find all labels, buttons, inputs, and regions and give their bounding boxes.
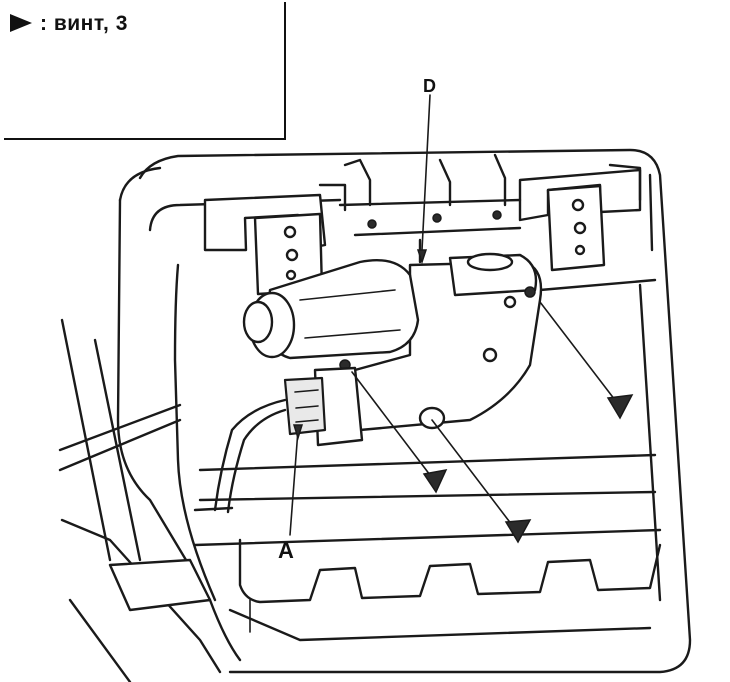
callout-d: D <box>423 76 436 96</box>
wire-harness <box>58 398 287 514</box>
left-wall <box>60 318 222 682</box>
triangle-arrow-icon <box>10 14 32 32</box>
mounting-bracket-right <box>518 163 642 272</box>
legend-label: : винт, 3 <box>10 12 128 36</box>
connector-a <box>283 366 364 447</box>
bottom-tray <box>228 538 662 642</box>
housing-outline <box>116 148 692 674</box>
legend-box: : винт, 3 <box>4 2 286 140</box>
upper-rail <box>338 153 522 237</box>
legend-text: : винт, 3 <box>40 12 128 35</box>
screw-triangle-icon <box>422 469 448 494</box>
callout-a: A <box>278 538 294 563</box>
motor-assembly <box>242 238 543 432</box>
screw-triangle-icon <box>606 394 634 420</box>
mounting-bracket-left <box>203 183 347 296</box>
screw-callouts <box>289 94 634 544</box>
screw-triangle-icon <box>504 519 532 544</box>
